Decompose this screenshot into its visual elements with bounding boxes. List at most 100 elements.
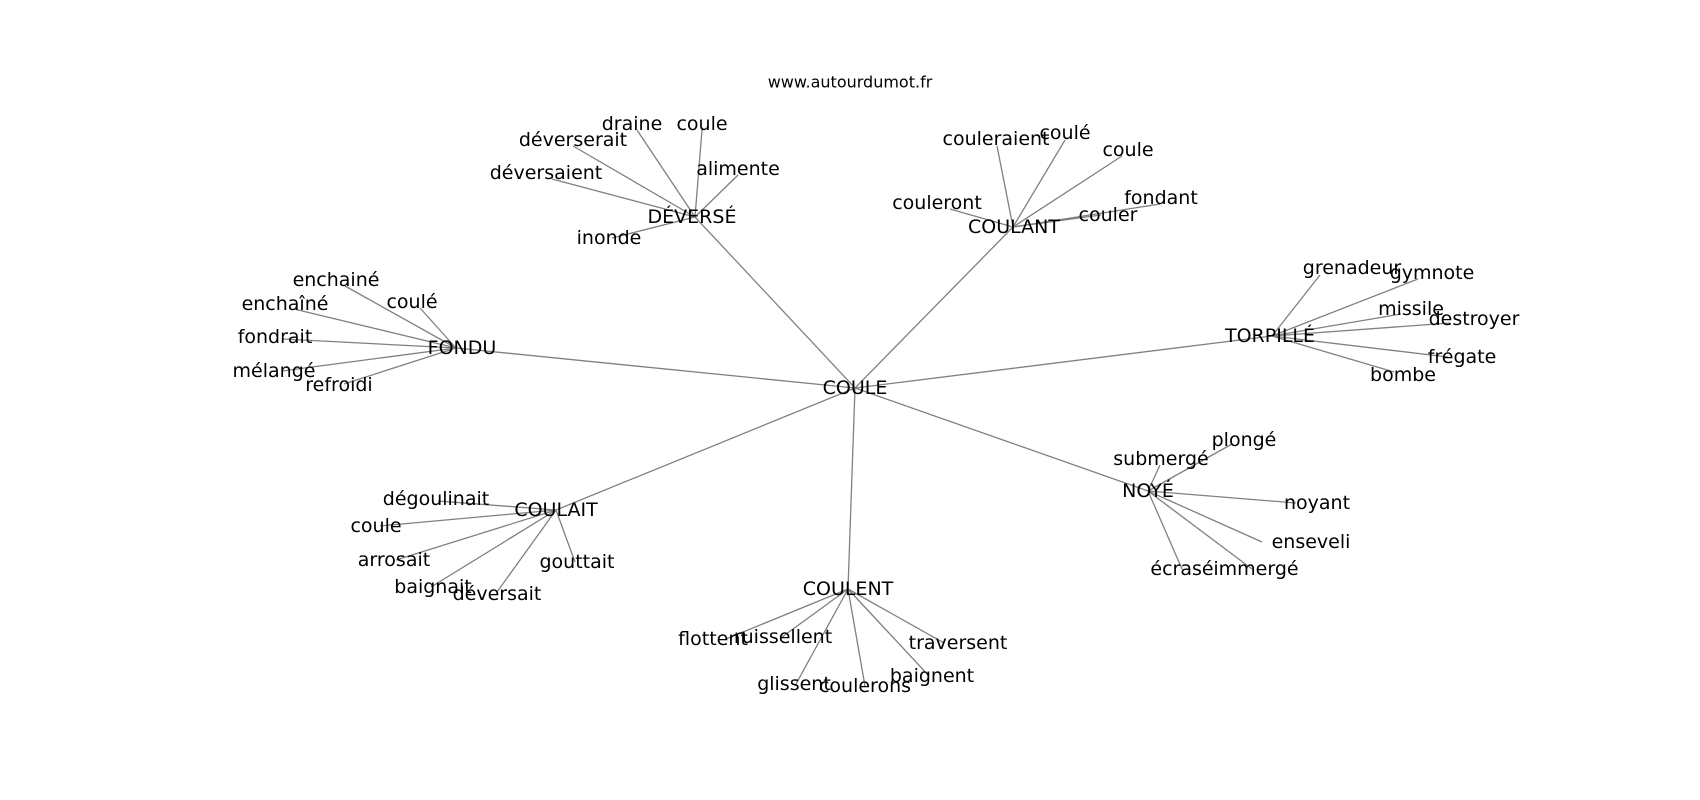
hub-leaf-edge [572, 145, 696, 218]
leaf-node-label: alimente [696, 158, 780, 180]
leaf-node-label: fondant [1124, 187, 1198, 209]
hub-leaf-edge [725, 588, 849, 640]
leaf-node-label: couleraient [943, 128, 1050, 150]
center-hub-edge [854, 387, 1149, 492]
hub-leaf-edge [1012, 155, 1123, 228]
hub-node-label: COULAIT [514, 499, 598, 521]
hub-leaf-edge [694, 174, 739, 218]
leaf-node-label: fondrait [238, 326, 313, 348]
leaf-node-label: coulé [386, 291, 437, 313]
leaf-node-label: coule [1102, 139, 1153, 161]
hub-leaf-edge [1147, 490, 1253, 570]
hub-node-label: TORPILLÉ [1224, 324, 1315, 347]
hub-leaf-edge [996, 145, 1014, 228]
leaf-node-label: coulé [1039, 122, 1090, 144]
site-label: www.autourdumot.fr [768, 73, 933, 92]
leaf-node-label: missile [1378, 298, 1444, 320]
leaf-node-label: enchaîné [242, 293, 329, 315]
leaf-node-label: baignait [394, 576, 471, 598]
hub-leaf-edge [949, 208, 1014, 228]
hub-leaf-edge [555, 509, 576, 563]
leaf-node-label: dégoulinait [383, 488, 489, 510]
hub-leaf-edge [1271, 313, 1402, 337]
center-hub-edge [694, 216, 856, 389]
leaf-node-label: mélangé [233, 360, 316, 382]
hub-leaf-edge [1271, 274, 1321, 337]
hub-leaf-edge [781, 588, 849, 638]
center-hub-edge [847, 387, 856, 590]
hub-leaf-edge [1271, 278, 1419, 337]
leaf-node-label: déversait [453, 583, 542, 605]
leaf-node-label: arrosait [358, 549, 430, 571]
hub-leaf-edge [1271, 322, 1451, 337]
leaf-node-label: gouttait [540, 551, 615, 573]
hub-leaf-edge [636, 129, 696, 218]
center-hub-edge [854, 226, 1014, 389]
hub-node-label: DÉVERSÉ [648, 205, 737, 228]
hub-node-label: COULENT [803, 578, 894, 600]
hub-leaf-edge [419, 307, 457, 349]
leaf-node-label: grenadeur [1303, 257, 1402, 279]
center-hub-edge [455, 347, 856, 389]
hub-leaf-edge [344, 285, 457, 349]
hub-leaf-edge [430, 509, 557, 588]
hub-leaf-edge [1147, 443, 1233, 492]
hub-node-label: COULANT [968, 216, 1060, 238]
hub-leaf-edge [281, 347, 457, 372]
leaf-node-label: ruissellent [734, 626, 832, 648]
leaf-node-label: immergé [1213, 558, 1298, 580]
hub-leaf-edge [694, 129, 703, 218]
leaf-node-label: déverserait [519, 129, 627, 151]
hub-leaf-edge [282, 338, 457, 349]
hub-leaf-edge [795, 588, 849, 685]
hub-node-label: NOYÉ [1122, 479, 1174, 502]
hub-leaf-edge [847, 588, 945, 644]
leaf-node-label: frégate [1428, 346, 1497, 368]
center-hub-edge [854, 335, 1273, 389]
leaf-node-label: bombe [1370, 364, 1436, 386]
hub-leaf-edge [293, 308, 457, 349]
hub-node-label: FONDU [428, 337, 497, 359]
hub-leaf-edge [611, 216, 696, 239]
center-node-label: COULE [823, 377, 888, 399]
hub-leaf-edge [1271, 335, 1449, 358]
hub-leaf-edge [847, 588, 930, 677]
hub-leaf-edge [395, 509, 557, 561]
leaf-node-label: inonde [577, 227, 642, 249]
leaf-node-label: flottent [678, 628, 748, 650]
leaf-node-label: coule [350, 515, 401, 537]
graph-edges [281, 129, 1451, 687]
hub-leaf-edge [1271, 335, 1395, 373]
leaf-node-label: traversent [909, 632, 1008, 654]
leaf-node-label: refroidi [305, 374, 372, 396]
graph-labels: COULE DÉVERSÉ draine coule déverserait alimen… [233, 113, 1520, 697]
hub-leaf-edge [847, 588, 866, 687]
hub-leaf-edge [551, 178, 696, 218]
leaf-node-label: baignent [890, 665, 974, 687]
hub-leaf-edge [379, 509, 557, 527]
hub-leaf-edge [1147, 464, 1161, 492]
hub-leaf-edge [343, 347, 457, 385]
leaf-node-label: gymnote [1390, 262, 1475, 284]
leaf-node-label: déversaient [490, 162, 603, 184]
hub-leaf-edge [496, 509, 557, 593]
leaf-node-label: enseveli [1272, 531, 1351, 553]
leaf-node-label: noyant [1284, 492, 1350, 514]
hub-leaf-edge [1012, 139, 1066, 228]
leaf-node-label: écrasé [1150, 558, 1213, 580]
leaf-node-label: coule [676, 113, 727, 135]
leaf-node-label: draine [602, 113, 663, 135]
hub-leaf-edge [437, 500, 557, 511]
leaf-node-label: coulerons [819, 675, 911, 697]
hub-leaf-edge [1147, 490, 1297, 504]
center-hub-edge [555, 387, 856, 511]
leaf-node-label: plongé [1212, 429, 1277, 451]
leaf-node-label: enchainé [293, 269, 380, 291]
hub-leaf-edge [1147, 490, 1263, 543]
leaf-node-label: couler [1079, 204, 1138, 226]
leaf-node-label: submergé [1113, 448, 1208, 470]
hub-leaf-edge [1147, 490, 1183, 570]
leaf-node-label: couleront [892, 192, 982, 214]
leaf-node-label: glissent [757, 673, 831, 695]
